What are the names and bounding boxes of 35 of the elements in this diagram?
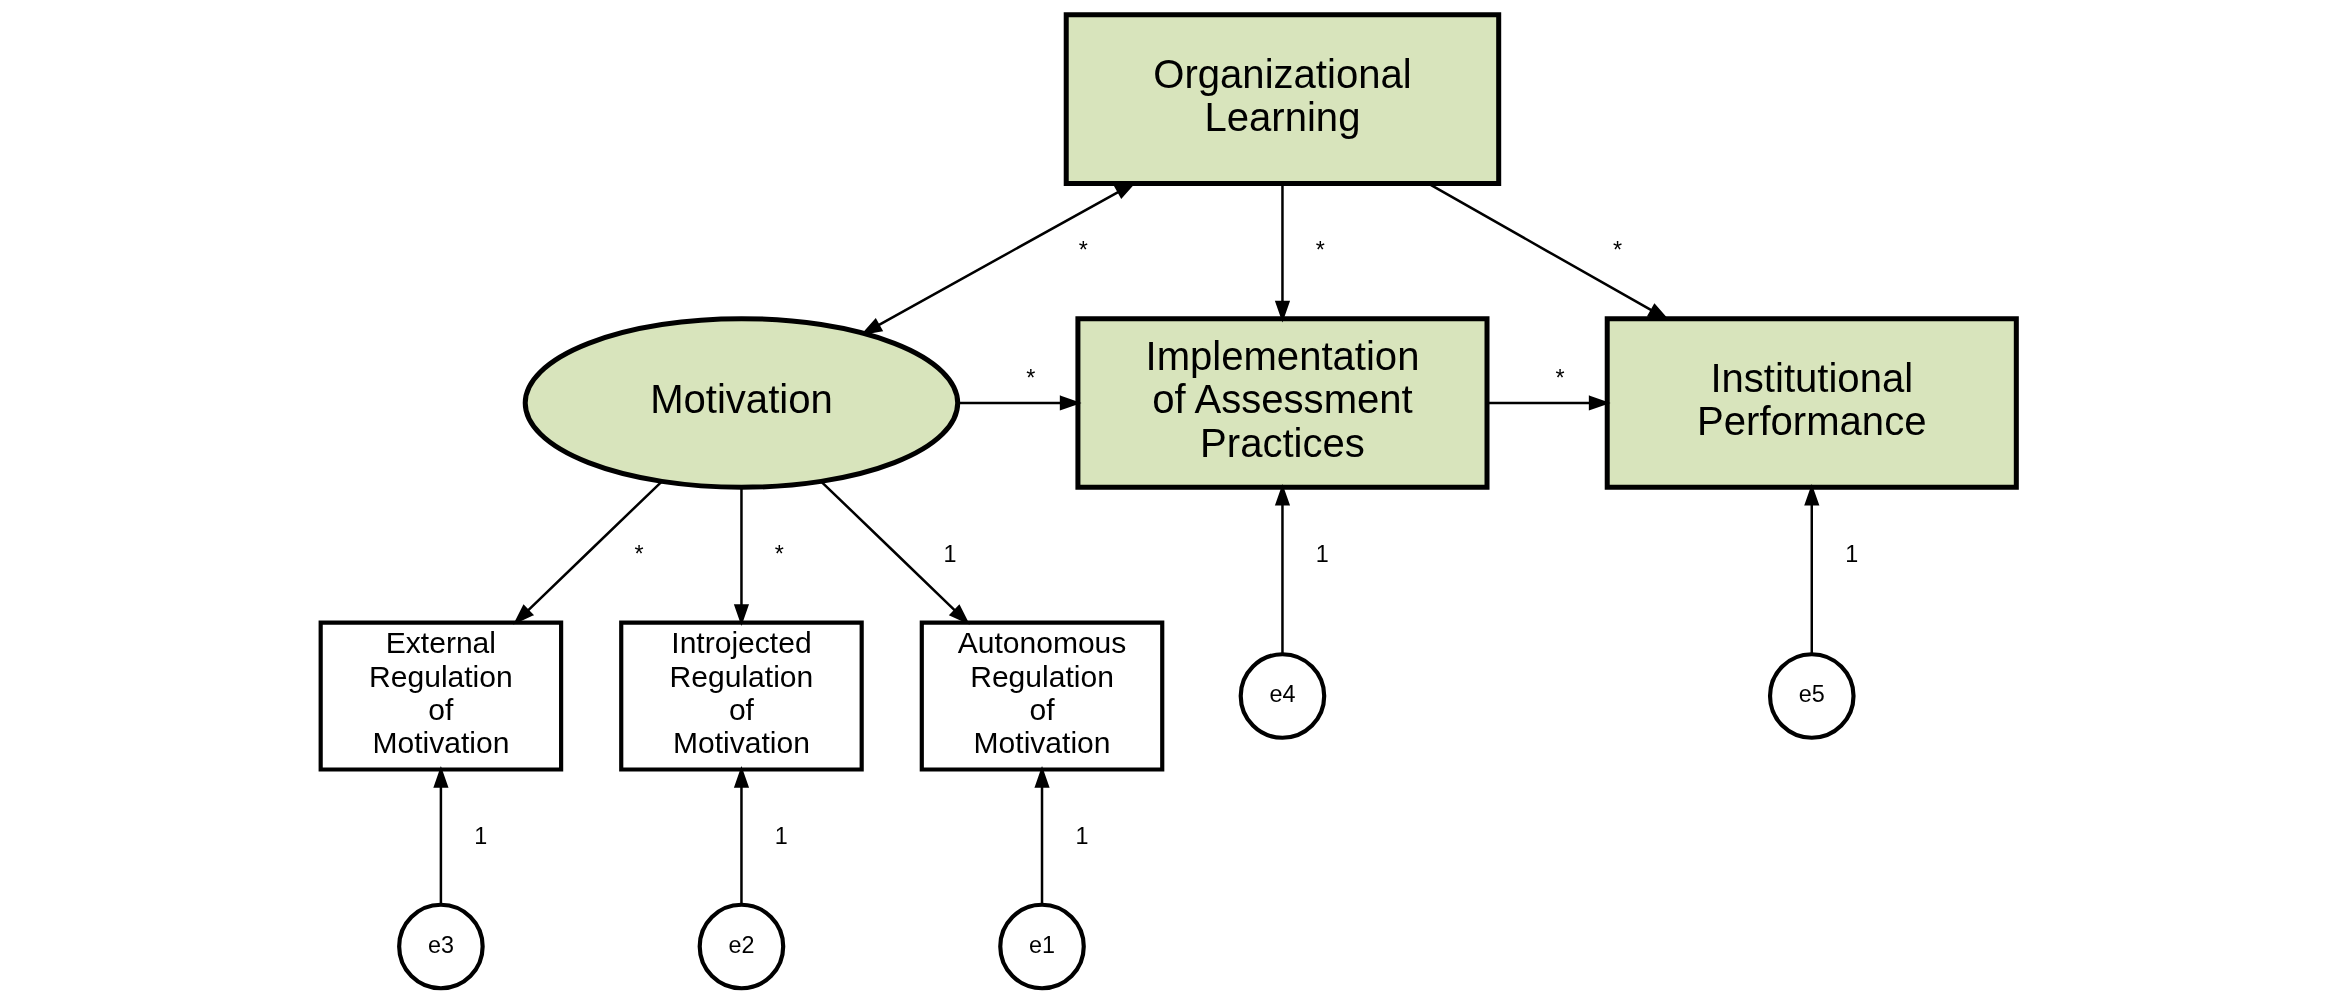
edge-label: * — [634, 540, 644, 567]
arrow — [957, 395, 1082, 411]
edge-label: 1 — [1074, 823, 1088, 850]
node-circle: e4 — [1238, 652, 1326, 740]
edge-label: * — [774, 540, 784, 567]
arrow — [819, 480, 970, 625]
node-box: Organizational Learning — [1063, 12, 1501, 186]
arrow — [733, 487, 749, 626]
node-circle: e3 — [396, 902, 485, 991]
node-box: External Regulation of Motivation — [318, 620, 563, 772]
edge-label: * — [1554, 364, 1565, 391]
edge-label: * — [1612, 237, 1622, 264]
edge-label: 1 — [943, 540, 956, 567]
arrow — [1274, 183, 1290, 323]
node-circle: e1 — [997, 902, 1086, 991]
arrow — [1033, 766, 1050, 905]
node-box: Implementation of Assessment Practices — [1074, 316, 1489, 490]
node-box: Introjected Regulation of Motivation — [618, 620, 864, 772]
node-box: Autonomous Regulation of Motivation — [919, 620, 1164, 772]
arrow — [1803, 483, 1819, 654]
edge-label: * — [1315, 237, 1325, 264]
arrow — [733, 766, 749, 905]
edge-label: * — [1078, 237, 1088, 264]
arrow — [512, 480, 663, 625]
edge-label: * — [1025, 364, 1035, 391]
node-circle: e5 — [1767, 652, 1856, 740]
edge-label: 1 — [1844, 540, 1858, 567]
edge-label: 1 — [774, 823, 788, 850]
node-circle: e2 — [697, 902, 785, 991]
arrow — [432, 766, 448, 905]
edge-label: 1 — [1315, 540, 1329, 567]
node-box: Institutional Performance — [1604, 316, 2019, 490]
arrow — [1486, 395, 1611, 411]
edge-label: 1 — [473, 823, 487, 850]
arrow — [1274, 483, 1290, 654]
